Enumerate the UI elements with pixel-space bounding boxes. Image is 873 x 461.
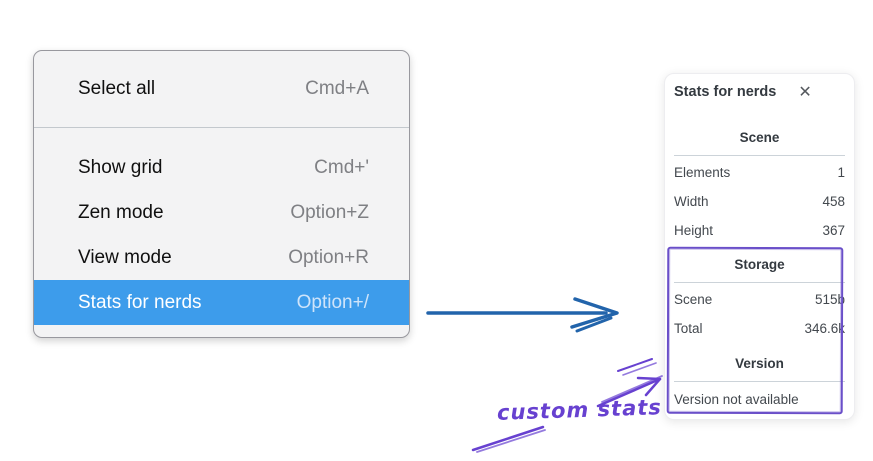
stat-label: Height xyxy=(674,223,714,238)
stat-value: 458 xyxy=(822,194,845,209)
stats-panel-header: Stats for nerds ✕ xyxy=(674,82,845,101)
section-divider xyxy=(674,381,845,382)
menu-item-label: Select all xyxy=(78,78,156,99)
annotation-arrow-icon xyxy=(471,358,663,453)
stat-label: Scene xyxy=(674,292,713,307)
stat-row-elements: Elements 1 xyxy=(674,158,845,187)
stat-value: 515b xyxy=(814,292,845,307)
section-divider xyxy=(674,155,845,156)
storage-section-rows: Scene 515b Total 346.6k xyxy=(674,285,845,343)
menu-item-zen-mode[interactable]: Zen mode Option+Z xyxy=(34,190,409,235)
stat-row-total-size: Total 346.6k xyxy=(674,314,845,343)
context-menu: Select all Cmd+A Show grid Cmd+' Zen mod… xyxy=(33,50,410,338)
stat-row-scene-size: Scene 515b xyxy=(674,285,845,314)
stat-label: Elements xyxy=(674,165,731,180)
stats-panel-title: Stats for nerds xyxy=(674,84,777,100)
close-icon[interactable]: ✕ xyxy=(798,82,812,101)
scene-section-rows: Elements 1 Width 458 Height 367 xyxy=(674,158,845,245)
version-note: Version not available xyxy=(674,392,799,407)
menu-item-label: Zen mode xyxy=(78,201,164,223)
menu-section-top: Select all Cmd+A xyxy=(34,51,409,127)
menu-item-shortcut: Option+Z xyxy=(290,201,369,223)
menu-item-stats-for-nerds[interactable]: Stats for nerds Option+/ xyxy=(34,280,409,325)
stat-value: 346.6k xyxy=(804,321,845,336)
section-divider xyxy=(674,282,845,283)
menu-item-shortcut: Option+/ xyxy=(296,291,369,313)
stat-label: Total xyxy=(674,321,703,336)
menu-item-label: Stats for nerds xyxy=(78,291,202,313)
menu-divider xyxy=(34,127,409,128)
stat-row-width: Width 458 xyxy=(674,187,845,216)
storage-section-heading: Storage xyxy=(734,257,785,272)
menu-section-main: Show grid Cmd+' Zen mode Option+Z View m… xyxy=(34,128,409,337)
stat-row-height: Height 367 xyxy=(674,216,845,245)
right-arrow-icon xyxy=(426,297,619,333)
scene-section-heading: Scene xyxy=(739,130,780,145)
menu-item-label: Show grid xyxy=(78,156,163,178)
menu-item-shortcut: Cmd+A xyxy=(305,78,369,99)
stat-value: 367 xyxy=(822,223,845,238)
stat-value: 1 xyxy=(837,165,845,180)
menu-item-show-grid[interactable]: Show grid Cmd+' xyxy=(34,145,409,190)
menu-item-select-all[interactable]: Select all Cmd+A xyxy=(34,61,409,117)
version-section-heading: Version xyxy=(735,356,784,371)
stat-label: Width xyxy=(674,194,709,209)
menu-item-label: View mode xyxy=(78,246,172,268)
menu-item-shortcut: Cmd+' xyxy=(314,156,369,178)
stats-panel: Stats for nerds ✕ Scene Elements 1 Width… xyxy=(664,73,855,420)
menu-item-shortcut: Option+R xyxy=(288,246,369,268)
menu-item-view-mode[interactable]: View mode Option+R xyxy=(34,235,409,280)
